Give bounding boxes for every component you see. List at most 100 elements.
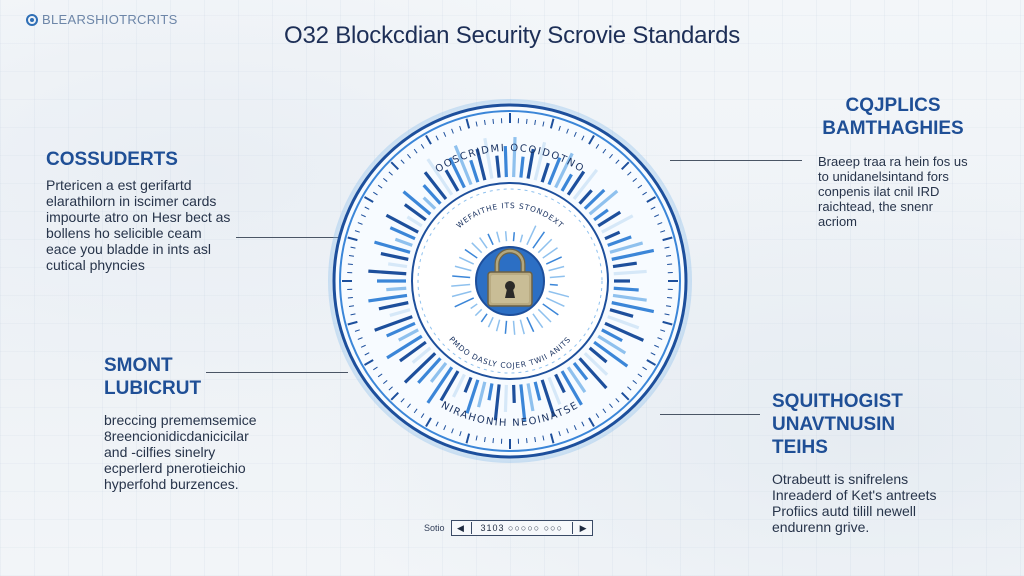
data-bar — [385, 213, 419, 234]
body-line: impourte atro on Hesr bect as — [46, 209, 231, 225]
outer-tick — [558, 125, 561, 131]
data-bar — [483, 137, 494, 179]
data-bar — [566, 366, 587, 393]
chevron-right-icon[interactable]: ▶ — [579, 522, 587, 533]
body-line: breccing prememsemice — [104, 412, 257, 428]
body-line: Braeep traa ra hein fos us — [818, 154, 968, 169]
inner-tick — [519, 234, 524, 243]
data-bar — [601, 214, 634, 234]
outer-tick — [534, 119, 536, 126]
heading-line: UNAVTNUSIN — [772, 414, 896, 435]
inner-tick — [458, 256, 475, 265]
outer-tick — [534, 436, 536, 443]
outer-tick — [581, 135, 585, 141]
outer-tick — [348, 255, 355, 257]
outer-tick — [650, 352, 656, 356]
slide-counter: 3103 ○○○○○ ○○○ — [480, 523, 564, 533]
outer-tick — [662, 236, 673, 242]
data-bar — [402, 190, 432, 216]
data-bar — [519, 384, 527, 422]
data-bar — [613, 286, 639, 292]
nav-bar: ◀ 3103 ○○○○○ ○○○ ▶ — [450, 520, 594, 536]
inner-tick — [549, 283, 558, 286]
outer-tick — [465, 118, 471, 129]
outer-tick — [646, 359, 656, 366]
data-bar — [439, 370, 460, 402]
outer-tick — [657, 222, 663, 225]
outer-tick — [465, 433, 471, 444]
data-bar — [387, 262, 408, 269]
inner-tick — [542, 247, 558, 259]
data-bar — [609, 241, 644, 254]
outer-tick — [413, 148, 418, 154]
data-bar — [554, 373, 566, 394]
data-bar — [453, 145, 473, 186]
body-line: Profiics autd tilill newell — [772, 503, 916, 519]
data-bar — [611, 248, 655, 261]
body-line: Inreaderd of Ket's antreets — [772, 487, 937, 503]
data-bar — [588, 346, 608, 364]
body-line: acriom — [818, 214, 858, 229]
data-bar — [583, 352, 609, 376]
inner-tick — [474, 308, 483, 317]
inner-tick — [495, 319, 501, 332]
data-bar — [368, 269, 407, 276]
section-body: Braeep traa ra hein fos us to unidanelsi… — [818, 154, 998, 229]
heading-line: TEIHS — [772, 437, 828, 458]
data-bar — [495, 155, 501, 178]
outer-tick — [475, 435, 478, 441]
outer-tick — [615, 159, 620, 164]
data-bar — [612, 293, 647, 302]
nav-divider — [572, 522, 574, 534]
data-bar — [386, 334, 423, 360]
inner-tick — [471, 242, 483, 254]
outer-tick — [383, 178, 388, 182]
section-body: Otrabeutt is snifrelens Inreaderd of Ket… — [772, 471, 972, 535]
brand-logo[interactable]: BLEARSHIOTRCRITS — [26, 12, 178, 27]
outer-tick — [667, 297, 673, 299]
data-bar — [609, 308, 634, 318]
outer-ring-inner-edge — [339, 110, 681, 452]
outer-tick — [348, 305, 355, 307]
data-bar — [386, 321, 416, 338]
data-bar — [422, 184, 442, 205]
section-heading: COSSUDERTS — [46, 148, 246, 171]
outer-tick — [373, 366, 378, 371]
body-line: 8reencionidicdanicicilar — [104, 428, 249, 444]
data-bar — [475, 148, 487, 181]
outer-tick — [573, 425, 577, 431]
data-bar-ring — [368, 137, 655, 422]
data-bar — [588, 189, 619, 216]
inner-tick — [532, 313, 544, 329]
outer-tick — [646, 196, 656, 203]
outer-tick — [660, 329, 666, 332]
outer-tick — [400, 159, 405, 164]
outer-tick — [492, 118, 494, 124]
outer-tick — [364, 206, 370, 210]
outer-tick — [609, 154, 613, 159]
inner-tick — [478, 237, 488, 249]
data-bar — [389, 308, 411, 317]
data-bar — [607, 235, 632, 247]
data-bar — [611, 301, 655, 314]
chevron-left-icon[interactable]: ◀ — [457, 522, 464, 533]
data-bar — [426, 366, 454, 404]
inner-tick — [487, 233, 494, 246]
data-bar — [378, 301, 409, 311]
outer-tick — [357, 222, 363, 225]
body-line: Otrabeutt is snifrelens — [772, 471, 909, 487]
outer-tick — [549, 118, 555, 129]
outer-tick — [621, 392, 630, 401]
outer-tick — [665, 305, 672, 307]
outer-tick — [377, 184, 383, 189]
body-line: eace you bladde in ints asl — [46, 241, 211, 257]
outer-tick — [354, 329, 360, 332]
outer-tick — [360, 214, 366, 218]
data-bar — [429, 361, 448, 383]
data-bar — [597, 334, 627, 355]
outer-tick — [377, 373, 383, 378]
data-bar — [417, 357, 442, 384]
data-bar — [533, 381, 542, 401]
outer-tick — [642, 191, 647, 196]
data-bar — [487, 383, 494, 401]
